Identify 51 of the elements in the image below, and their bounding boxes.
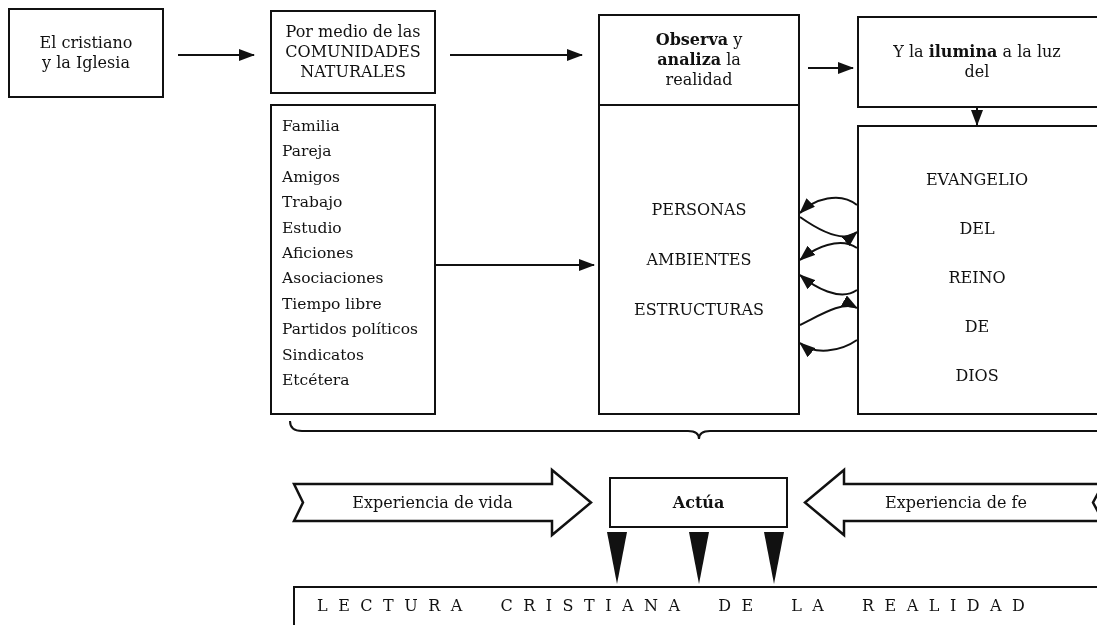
node-label: EVANGELIO [925,170,1029,190]
node-label: Por medio de las COMUNIDADES NATURALES [284,22,422,82]
arrow [799,339,858,357]
list-item: Sindicatos [282,344,364,366]
node-label: Experiencia de fe [885,492,1027,513]
process-box [857,125,1097,415]
node-label: LECTURA CRISTIANA DE LA REALIDAD [317,596,1036,616]
arrowhead [689,532,709,584]
node-label: DIOS [955,366,999,386]
node-label: REINO [948,268,1006,288]
process-box [857,16,1097,108]
node-label: Actúa [672,492,725,513]
process-box [598,104,800,415]
arrowhead [764,532,784,584]
list-box [270,104,436,415]
process-box [270,10,436,94]
list-item: Trabajo [282,192,343,214]
arrow [799,196,858,214]
process-box [8,8,164,98]
node-label: Experiencia de vida [352,492,513,513]
arrow [799,216,858,246]
list-item: Etcétera [282,370,350,392]
list-item: Asociaciones [282,268,384,290]
arrow [799,274,858,296]
node-label: Y la ilumina a la luz del [892,42,1062,82]
block-arrow [293,469,592,536]
arrow [177,49,255,61]
list-item: Aficiones [282,243,354,265]
list-item: Familia [282,116,340,137]
arrow [799,242,858,261]
list-item: Partidos políticos [282,319,419,341]
arrow [971,107,983,126]
process-box [598,14,800,106]
node-label: ESTRUCTURAS [634,299,764,320]
arrow [807,62,854,74]
node-label: AMBIENTES [646,249,752,270]
arrow [799,296,858,326]
node-label: Observa y analiza la realidad [654,30,744,90]
arrow [435,259,595,271]
arrow [449,49,583,61]
process-box [609,477,788,528]
node-label: DE [964,317,990,337]
node-label: PERSONAS [651,199,747,220]
block-arrow [804,469,1097,536]
list-item: Estudio [282,217,342,239]
arrowhead [607,532,627,584]
list-item: Tiempo libre [282,293,382,315]
node-label: DEL [959,219,995,239]
node-label: El cristiano y la Iglesia [38,33,134,73]
list-item: Pareja [282,141,332,163]
list-item: Amigos [282,166,341,188]
